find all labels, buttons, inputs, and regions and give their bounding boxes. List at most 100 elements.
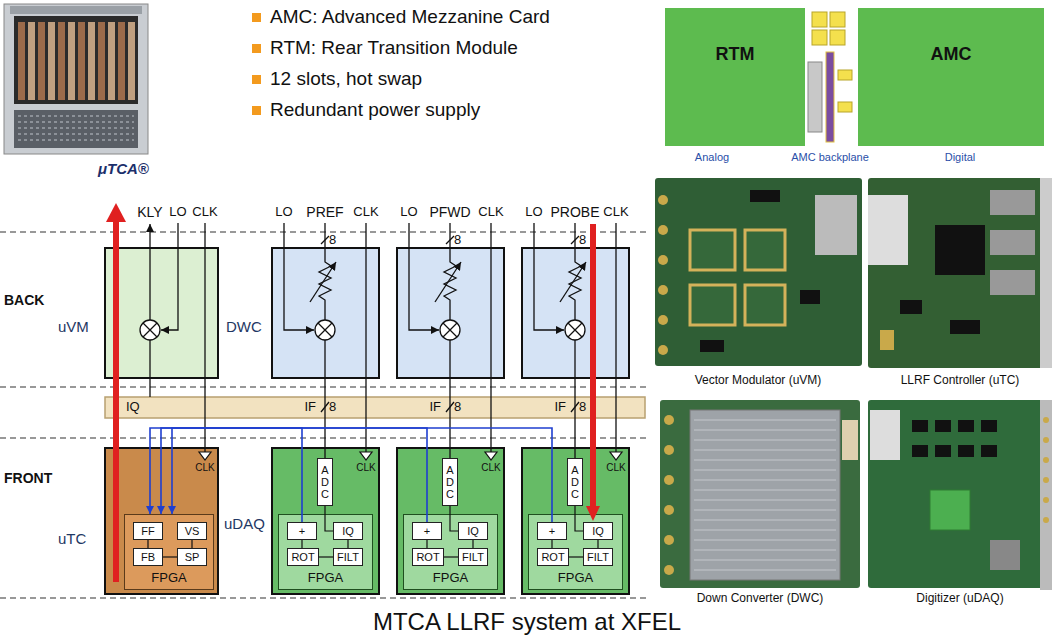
fpga-block: FPGAFFVSFBSP — [124, 514, 214, 590]
function-box: ROT — [287, 548, 319, 566]
vector-modulator-photo — [750, 190, 780, 202]
red-arrow — [106, 203, 126, 582]
text-label: AMC: Advanced Mezzanine Card — [270, 6, 550, 28]
vector-modulator-photo — [800, 290, 820, 304]
text-label: 8 — [329, 233, 336, 248]
text-label: IF — [554, 400, 566, 415]
signal-wire — [310, 262, 336, 302]
down-converter-photo — [664, 505, 674, 515]
text-label: LO — [525, 205, 542, 220]
module-box — [397, 448, 504, 594]
digitizer-photo — [981, 445, 997, 457]
module-box — [105, 248, 629, 594]
signal-wire — [204, 223, 205, 452]
text-label: Down Converter (DWC) — [697, 592, 824, 606]
function-box: FILT — [333, 548, 363, 566]
signal-link — [597, 540, 598, 548]
crate-photo — [128, 22, 135, 100]
signal-link — [426, 540, 427, 548]
mixer-symbol — [315, 320, 335, 340]
logo-text: μTCA® — [98, 160, 149, 177]
digitizer-photo — [1043, 457, 1049, 463]
digitizer-photo — [1043, 497, 1049, 503]
signal-link — [575, 506, 583, 531]
function-box: FF — [133, 522, 163, 540]
function-box: IQ — [458, 522, 488, 540]
module-box — [105, 448, 218, 594]
llrf-controller-photo — [950, 320, 980, 334]
function-box: IQ — [583, 522, 613, 540]
backplane-connector — [826, 52, 834, 142]
box-text: IQ — [342, 525, 354, 538]
vector-modulator-photo — [658, 255, 668, 265]
signal-link — [163, 556, 177, 557]
signal-wire — [560, 262, 586, 302]
vector-modulator-photo — [745, 285, 785, 325]
text-label: CLK — [606, 462, 625, 474]
crate-photo — [4, 4, 148, 154]
box-text: ADC — [570, 464, 581, 500]
signal-wire — [534, 223, 564, 330]
llrf-controller-photo — [990, 190, 1035, 215]
backplane-connector — [838, 102, 852, 112]
box-text: + — [549, 525, 555, 538]
vector-modulator-photo — [655, 178, 862, 366]
clock-triangle — [610, 452, 622, 460]
red-arrow — [586, 224, 600, 521]
down-converter-photo — [690, 410, 840, 580]
crate-photo — [88, 22, 95, 100]
digitizer-photo — [958, 420, 974, 432]
signal-wire — [149, 340, 150, 397]
box-text: FF — [141, 525, 154, 538]
box-text: SP — [185, 551, 200, 564]
vector-modulator-photo — [658, 345, 668, 355]
text-label: CLK — [603, 205, 628, 220]
module-box — [272, 448, 379, 594]
box-text: + — [424, 525, 430, 538]
function-box: FB — [133, 548, 163, 566]
part-label: Digital — [945, 151, 976, 164]
crate-photo — [118, 22, 125, 100]
backplane-connector — [838, 70, 852, 80]
vector-modulator-photo — [658, 315, 668, 325]
text-label: 8 — [454, 400, 461, 415]
module-label: uDAQ — [224, 515, 265, 532]
vector-modulator-photo — [690, 230, 735, 270]
module-label: uVM — [58, 318, 89, 335]
crate-photo — [28, 22, 35, 100]
function-box: ROT — [537, 548, 569, 566]
function-box: + — [412, 522, 442, 540]
backplane-connector — [805, 8, 858, 146]
bullet-square — [252, 75, 261, 84]
box-text: IQ — [592, 525, 604, 538]
mixer-symbol — [140, 320, 585, 340]
text-label: KLY — [137, 204, 162, 220]
digitizer-photo — [868, 400, 1052, 590]
box-text: FPGA — [308, 571, 343, 586]
vector-modulator-photo — [690, 285, 735, 325]
backplane-connector — [805, 8, 858, 146]
text-label: Digitizer (uDAQ) — [916, 592, 1003, 606]
module-box — [105, 248, 218, 378]
text-label: IF — [429, 400, 441, 415]
text-label: CLK — [481, 462, 500, 474]
part-label: AMC backplane — [791, 151, 869, 164]
crate-photo — [4, 4, 148, 154]
row-label: BACK — [4, 292, 44, 308]
signal-link — [319, 556, 333, 557]
signal-wire — [615, 223, 616, 452]
text-label: CLK — [478, 205, 503, 220]
module-label: uTC — [58, 530, 86, 547]
text-label: Vector Modulator (uVM) — [695, 374, 822, 388]
crate-photo — [108, 22, 115, 100]
box-text: FILT — [462, 551, 484, 564]
bullet-square — [252, 106, 261, 115]
llrf-controller-photo — [935, 225, 985, 275]
text-label: 8 — [454, 233, 461, 248]
crate-photo — [38, 22, 45, 100]
vector-modulator-photo — [745, 230, 785, 270]
iq-bus-line — [172, 428, 302, 522]
text-label: 12 slots, hot swap — [270, 68, 422, 90]
box-text: IQ — [467, 525, 479, 538]
llrf-controller-photo — [868, 178, 1052, 368]
